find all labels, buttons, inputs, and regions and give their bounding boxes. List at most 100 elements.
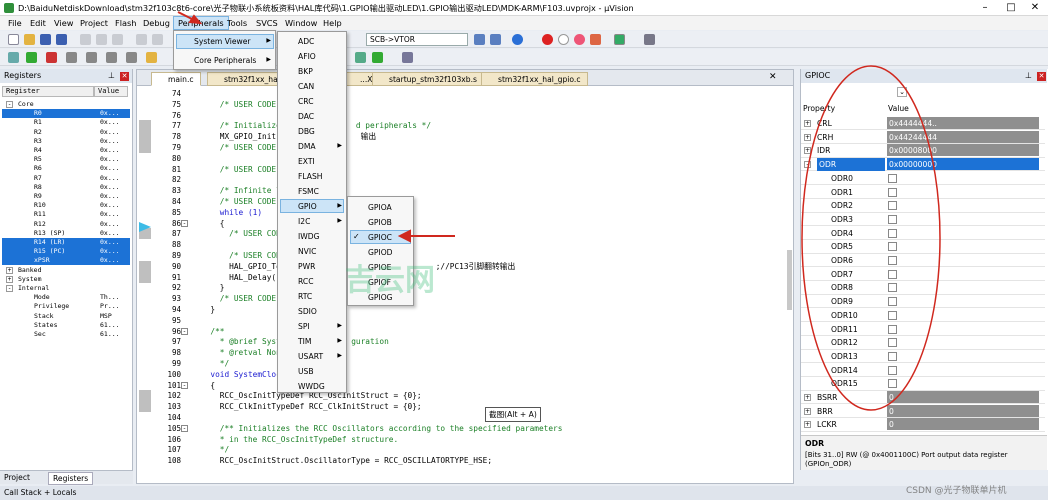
register-row[interactable]: -Core <box>2 100 130 109</box>
menu-item-dbg[interactable]: DBG <box>298 127 315 136</box>
analysis-window-icon[interactable] <box>372 52 383 63</box>
menu-item-can[interactable]: CAN <box>298 82 315 91</box>
code-line[interactable]: RCC_ClkInitTypeDef RCC_ClkInitStruct = {… <box>201 402 422 412</box>
expand-icon[interactable]: + <box>804 394 811 401</box>
bit-checkbox[interactable] <box>888 297 897 307</box>
show-next-statement-icon[interactable] <box>146 52 157 63</box>
menu-item-dma[interactable]: DMA <box>298 142 316 151</box>
bit-checkbox[interactable] <box>888 283 897 293</box>
fold-icon[interactable]: - <box>181 327 188 335</box>
bit-checkbox[interactable] <box>888 256 897 265</box>
menu-item-gpiod[interactable]: GPIOD <box>368 248 393 257</box>
code-line[interactable]: */ <box>201 359 230 368</box>
window-layout-icon[interactable] <box>614 34 625 45</box>
gpio-row[interactable]: ODR7 <box>801 268 1045 282</box>
menu-item-gpio[interactable]: GPIO <box>298 202 317 211</box>
bit-checkbox[interactable] <box>888 365 897 375</box>
code-line[interactable]: while (1) <box>201 207 263 217</box>
register-row[interactable]: +System <box>2 275 130 284</box>
code-line[interactable]: * in the RCC_OscInitTypeDef structure. <box>201 434 399 444</box>
undo-icon[interactable] <box>136 34 147 45</box>
property-value[interactable]: 0x44244444 <box>887 130 1039 143</box>
gpio-row[interactable]: ODR0 <box>801 172 1045 186</box>
minimize-button[interactable]: – <box>982 2 988 13</box>
breakpoint-margin[interactable] <box>139 131 151 143</box>
menu-item-usb[interactable]: USB <box>298 367 314 376</box>
bit-checkbox[interactable] <box>888 269 897 279</box>
expand-icon[interactable]: + <box>804 133 811 141</box>
close-tab-icon[interactable]: ✕ <box>769 72 777 82</box>
open-file-icon[interactable] <box>24 34 35 45</box>
menu-item-gpioc[interactable]: GPIOC <box>368 233 392 242</box>
run-icon[interactable] <box>26 52 37 63</box>
pin-icon[interactable]: ⊥ <box>1025 71 1032 80</box>
close-button[interactable]: ✕ <box>1030 2 1040 13</box>
property-value[interactable]: 0 <box>887 418 1039 431</box>
maximize-button[interactable]: □ <box>1006 2 1016 13</box>
call-stack-label[interactable]: Call Stack + Locals <box>4 488 77 497</box>
menu-file[interactable]: File <box>8 18 22 28</box>
expand-icon[interactable]: + <box>6 275 13 283</box>
menu-item-gpioa[interactable]: GPIOA <box>368 203 392 212</box>
menu-item-rtc[interactable]: RTC <box>298 292 313 301</box>
vertical-scrollbar[interactable] <box>787 250 792 310</box>
bit-checkbox[interactable] <box>888 379 897 389</box>
register-row[interactable]: +Banked <box>2 266 130 275</box>
menu-item-usart[interactable]: USART <box>298 352 324 361</box>
menu-view[interactable]: View <box>54 18 74 28</box>
debug-icon[interactable] <box>590 34 601 45</box>
expand-icon[interactable]: + <box>804 147 811 155</box>
menu-item-afio[interactable]: AFIO <box>298 52 316 61</box>
code-line[interactable]: /** Initializes the RCC Oscillators acco… <box>201 423 563 433</box>
bit-checkbox[interactable] <box>888 338 897 348</box>
menu-item-dac[interactable]: DAC <box>298 112 315 121</box>
gpio-row[interactable]: ODR2 <box>801 199 1045 213</box>
run-to-cursor-icon[interactable] <box>126 52 137 63</box>
menu-item-nvic[interactable]: NVIC <box>298 247 317 256</box>
tab-registers[interactable]: Registers <box>48 472 94 485</box>
menu-item-spi[interactable]: SPI <box>298 322 310 331</box>
column-register[interactable]: Register <box>2 86 94 97</box>
menu-item-i2c[interactable]: I2C <box>298 217 311 226</box>
menu-item-system-viewer[interactable]: System Viewer <box>194 37 251 46</box>
menu-debug[interactable]: Debug <box>143 18 170 28</box>
zoom-icon[interactable] <box>512 34 523 45</box>
expand-icon[interactable]: + <box>804 421 811 429</box>
code-line[interactable]: RCC_OscInitStruct.OscillatorType = RCC_O… <box>201 456 493 466</box>
menu-item-sdio[interactable]: SDIO <box>298 307 317 316</box>
stop-icon[interactable] <box>46 52 57 63</box>
breakpoint-margin[interactable] <box>139 142 151 153</box>
kill-breakpoints-icon[interactable] <box>574 34 585 45</box>
register-row[interactable]: R13 (SP)0x... <box>2 229 130 238</box>
menu-item-wwdg[interactable]: WWDG <box>298 382 325 391</box>
bit-checkbox[interactable] <box>888 324 897 334</box>
column-value[interactable]: Value <box>94 86 128 97</box>
close-panel-icon[interactable]: ✕ <box>1037 72 1046 81</box>
bit-checkbox[interactable] <box>888 228 897 238</box>
gpio-row[interactable]: ODR1 <box>801 186 1045 199</box>
code-line[interactable]: /* USER CODE <box>201 229 286 239</box>
code-line[interactable]: void SystemClock <box>201 369 286 379</box>
pin-icon[interactable]: ⊥ <box>108 71 115 80</box>
code-line[interactable]: /* USER CODE <box>201 251 286 260</box>
tab-stm32f1xx-hal-c[interactable]: stm32f1xx_hal.c <box>207 72 294 86</box>
menu-item-gpiof[interactable]: GPIOF <box>368 278 392 287</box>
menu-svcs[interactable]: SVCS <box>256 18 278 28</box>
paste-icon[interactable] <box>112 34 123 45</box>
code-line[interactable]: */ <box>201 445 230 455</box>
breakpoint-margin[interactable] <box>139 271 151 283</box>
property-value[interactable]: 0 <box>887 404 1039 417</box>
code-line[interactable]: HAL_Delay(10 <box>201 272 286 282</box>
menu-item-flash[interactable]: FLASH <box>298 172 323 181</box>
